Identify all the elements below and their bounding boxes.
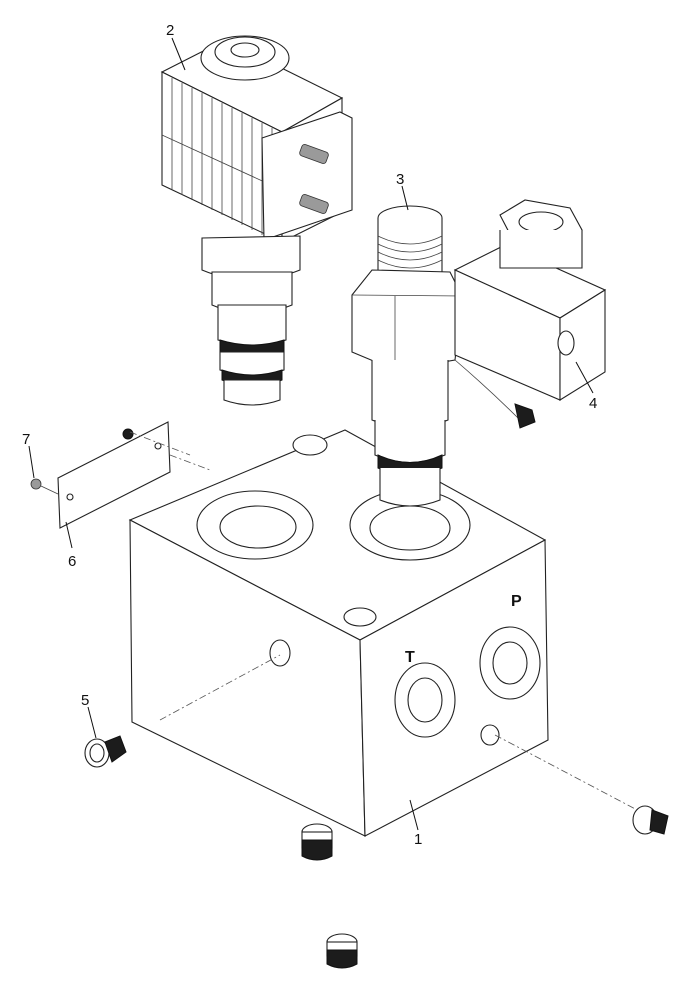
callout-1: 1 [414,831,422,848]
nameplate [57,421,211,529]
port-label-t: T [405,649,415,666]
valve-block [128,429,661,837]
callout-5: 5 [81,692,89,709]
callout-7: 7 [22,431,30,448]
callout-4: 4 [589,395,597,412]
callout-2: 2 [166,22,174,39]
port-label-p: P [511,593,522,610]
plug-right [632,805,669,835]
callout-3: 3 [396,171,404,188]
plug-bottom-2 [326,933,358,969]
solenoid-coil [453,199,607,429]
solenoid-valve [160,35,353,406]
screw [30,478,59,495]
plug-bottom-1 [301,823,333,861]
callout-6: 6 [68,553,76,570]
plug-left [84,735,127,768]
leader-lines [28,37,594,831]
relief-cartridge-valve [351,205,463,507]
